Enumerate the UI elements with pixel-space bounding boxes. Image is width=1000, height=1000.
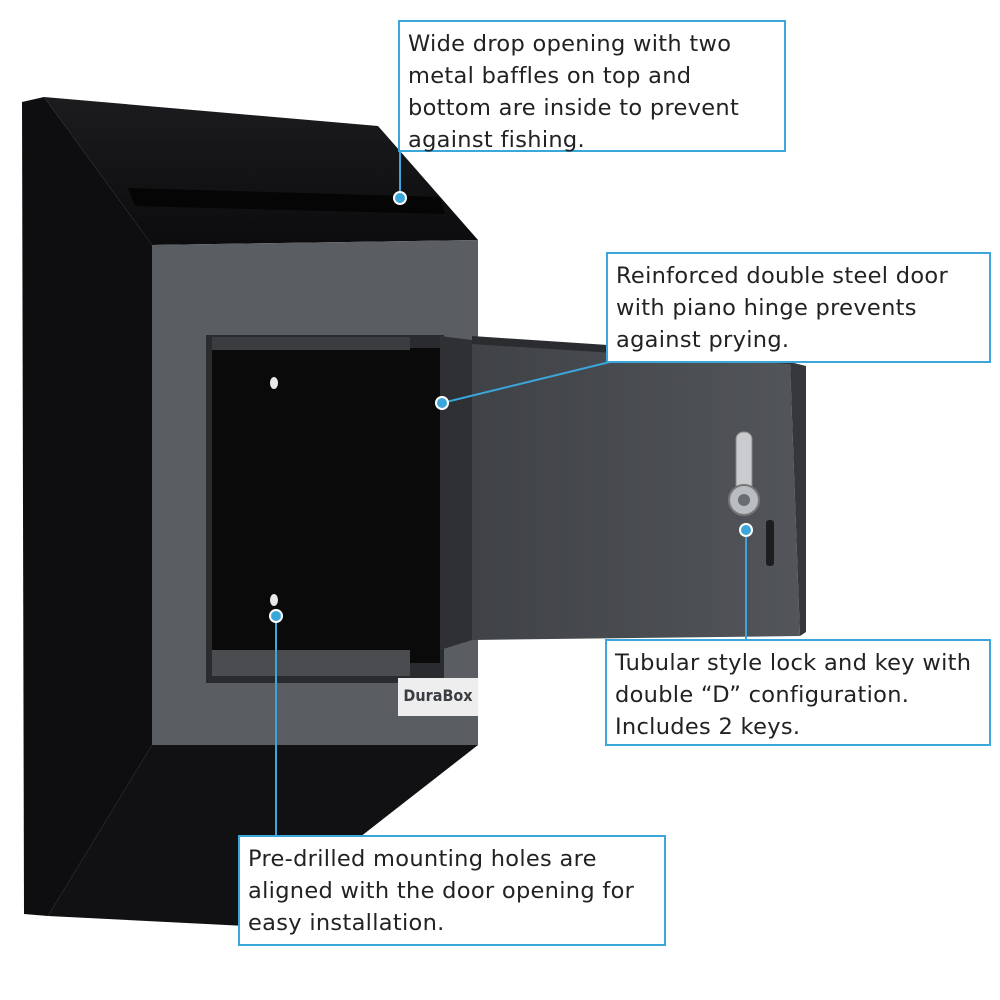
- door-panel: [472, 340, 800, 640]
- pointer-dot-slot: [393, 191, 407, 205]
- callout-mounting-holes: Pre-drilled mounting holes are aligned w…: [238, 835, 666, 946]
- piano-hinge: [440, 336, 472, 650]
- baffle-bottom: [212, 650, 410, 676]
- box-left-side: [22, 97, 152, 916]
- brand-logo: DuraBox: [398, 678, 478, 716]
- drop-slot: [128, 188, 445, 214]
- mounting-hole-bottom: [270, 594, 278, 606]
- pointer-dot-hinge: [435, 396, 449, 410]
- callout-drop-opening: Wide drop opening with two metal baffles…: [398, 20, 786, 153]
- pointer-dot-lock: [739, 523, 753, 537]
- door-right-edge: [790, 362, 806, 636]
- lock-cam: [735, 431, 753, 493]
- drop-box: [22, 97, 806, 926]
- callout-pointers: [269, 150, 753, 836]
- door-latch: [766, 520, 774, 566]
- baffle-top: [212, 337, 410, 350]
- callout-door: Reinforced double steel door with piano …: [606, 252, 991, 363]
- mounting-hole-top: [270, 377, 278, 389]
- lock: [728, 431, 774, 566]
- callout-lock: Tubular style lock and key with double “…: [605, 639, 991, 746]
- lock-keyhole: [738, 494, 750, 506]
- opening-interior: [212, 348, 440, 663]
- pointer-dot-hole: [269, 609, 283, 623]
